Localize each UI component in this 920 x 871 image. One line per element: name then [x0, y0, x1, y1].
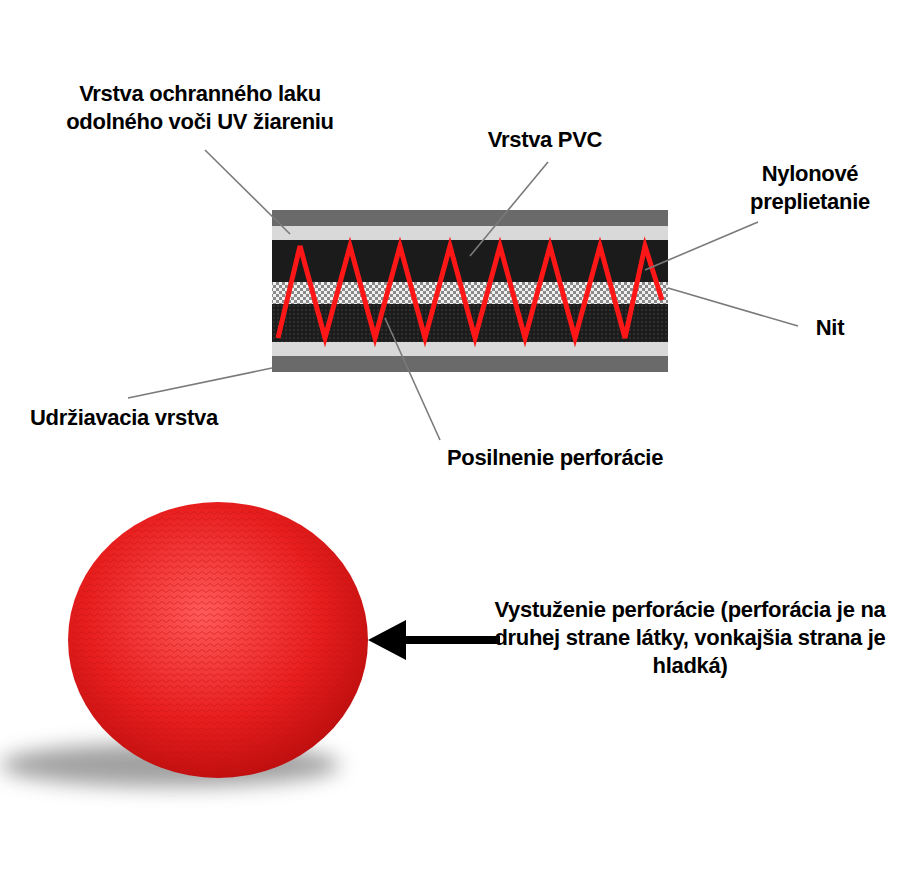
red-disc — [68, 502, 368, 778]
part-label: Udržiavacia vrstva — [30, 404, 310, 432]
cross-section — [272, 210, 668, 372]
thread-zigzag — [278, 246, 662, 338]
part-label: Vrstva PVC — [440, 126, 650, 154]
part-label: Nit — [790, 314, 870, 342]
disc-texture — [72, 506, 364, 774]
part-label: Vrstva ochranného laku odolného voči UV … — [30, 80, 370, 136]
pointer-arrow — [368, 620, 500, 660]
part-label: Vystuženie perforácie (perforácia je na … — [480, 596, 900, 680]
part-label: Posilnenie perforácie — [400, 444, 710, 472]
leader-lines — [128, 150, 798, 440]
part-label: Nylonové preplietanie — [715, 160, 905, 216]
